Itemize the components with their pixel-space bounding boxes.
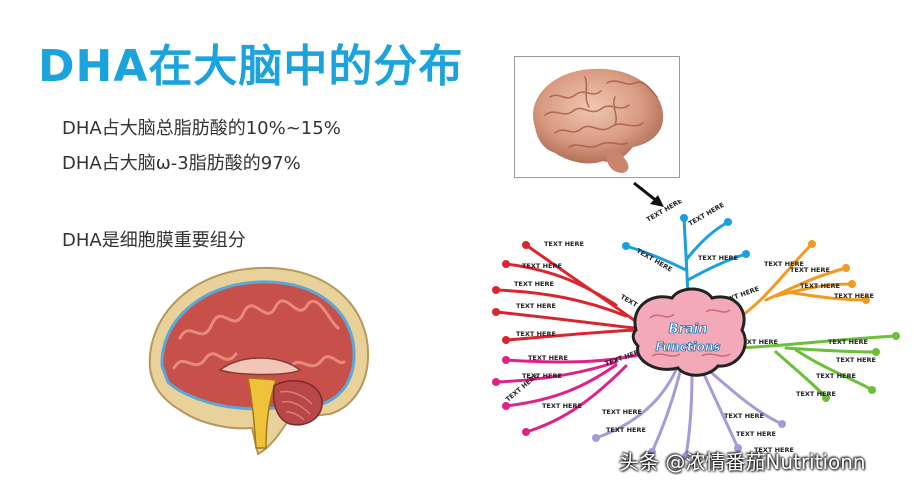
branch-label: TEXT HERE — [522, 262, 562, 270]
branch-label: TEXT HERE — [514, 280, 554, 288]
branch-label: TEXT HERE — [796, 390, 836, 398]
fact-line-3: DHA是细胞膜重要组分 — [62, 230, 246, 251]
fact-line-1: DHA占大脑总脂肪酸的10%~15% — [62, 118, 341, 139]
brain-photo-frame — [514, 56, 680, 178]
page-title: DHA在大脑中的分布 — [38, 41, 464, 92]
brain-cross-section-illustration — [148, 266, 370, 456]
branch-label: TEXT HERE — [698, 254, 738, 262]
brain-functions-center: Brain Functions — [631, 287, 747, 377]
branch-label: TEXT HERE — [834, 292, 874, 300]
branch-label: TEXT HERE — [516, 330, 556, 338]
center-label-line2: Functions — [655, 340, 720, 354]
branch-label: TEXT HERE — [836, 356, 876, 364]
arrow-pointer-icon — [633, 181, 664, 207]
branch-label: TEXT HERE — [645, 200, 684, 224]
branch-label: TEXT HERE — [516, 302, 556, 310]
branch-label: TEXT HERE — [816, 372, 856, 380]
watermark: 头条 @浓情番茄Nutritionn — [619, 450, 866, 474]
brain-photo — [533, 68, 664, 173]
branch-label: TEXT HERE — [606, 426, 646, 434]
branch-label: TEXT HERE — [738, 338, 778, 346]
branch-label: TEXT HERE — [522, 372, 562, 380]
center-label-line1: Brain — [669, 322, 708, 337]
fact-line-2: DHA占大脑ω-3脂肪酸的97% — [62, 153, 301, 174]
branch-label: TEXT HERE — [736, 430, 776, 438]
branch-label: TEXT HERE — [528, 354, 568, 362]
branch-label: TEXT HERE — [828, 338, 868, 346]
branch-label: TEXT HERE — [754, 446, 794, 454]
branch-label: TEXT HERE — [790, 266, 830, 274]
branch-label: TEXT HERE — [724, 412, 764, 420]
branch-label: TEXT HERE — [764, 260, 804, 268]
branch-label: TEXT HERE — [542, 402, 582, 410]
brain-mindmap: TEXT HERE TEXT HERE TEXT HERE TEXT HERE … — [492, 200, 900, 460]
branch-label: TEXT HERE — [544, 240, 584, 248]
branch-label: TEXT HERE — [800, 282, 840, 290]
branch-label: TEXT HERE — [687, 201, 726, 228]
branch-label: TEXT HERE — [602, 408, 642, 416]
